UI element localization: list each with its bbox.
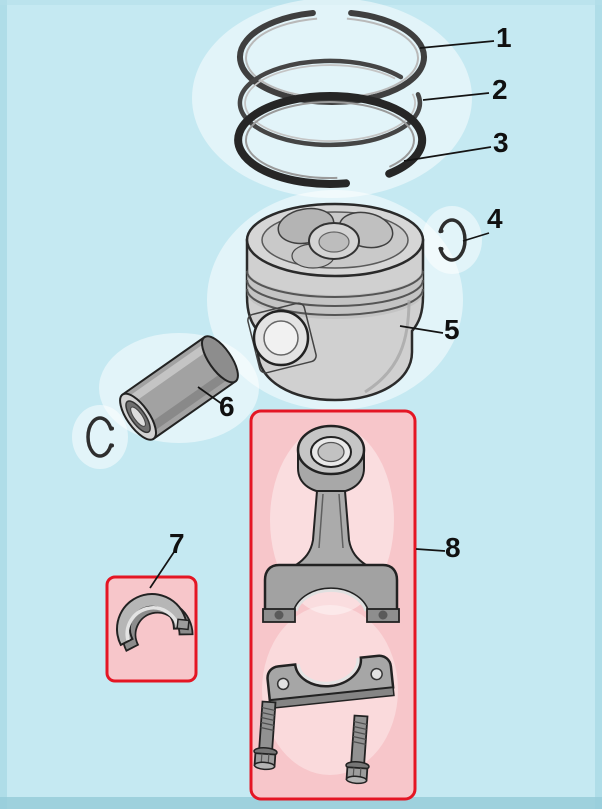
piston — [245, 202, 425, 402]
callout-5[interactable]: 5 — [444, 314, 460, 345]
callout-2[interactable]: 2 — [492, 74, 508, 105]
connecting-rod-bearing-shell — [116, 593, 194, 652]
piston-pin — [119, 335, 239, 441]
rod-bolt-right — [345, 714, 370, 785]
leader-lines — [149, 40, 495, 589]
connecting-rod-assembly — [253, 424, 400, 785]
callout-3[interactable]: 3 — [493, 127, 509, 158]
piston-pin-snap-ring-left — [86, 416, 114, 458]
callout-7[interactable]: 7 — [169, 528, 185, 559]
callout-6[interactable]: 6 — [219, 391, 235, 422]
oil-control-ring — [234, 91, 427, 188]
callout-8[interactable]: 8 — [445, 532, 461, 563]
rod-bolt-left — [253, 700, 278, 771]
callout-4[interactable]: 4 — [487, 203, 503, 234]
callout-1[interactable]: 1 — [496, 22, 512, 53]
